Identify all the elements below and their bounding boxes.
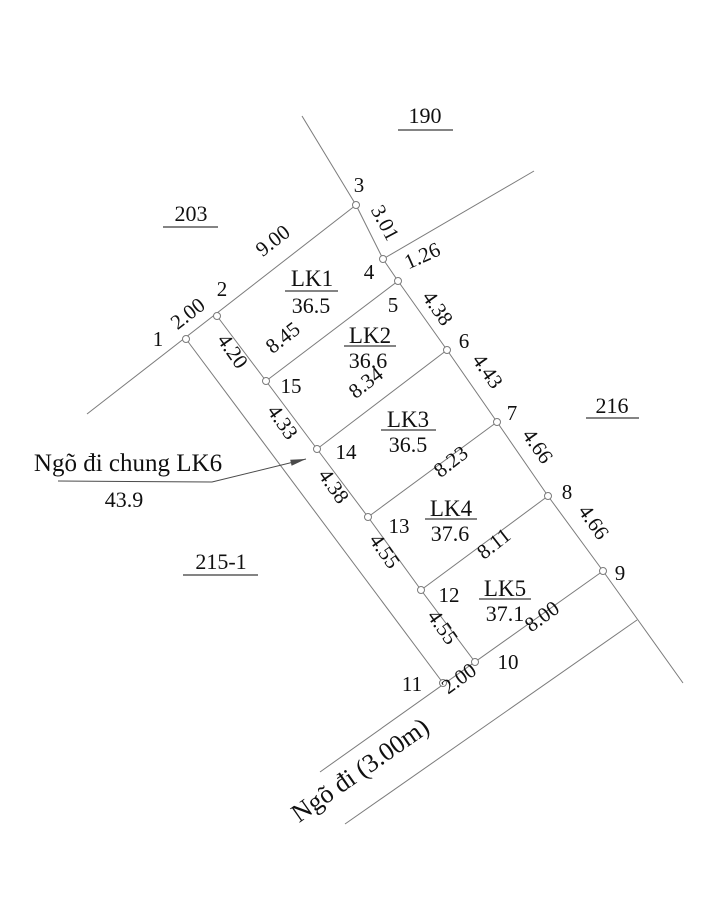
point-marker-13 [364,513,372,521]
point-marker-4 [379,255,387,263]
point-marker-1 [182,335,190,343]
dim-seg-2-3: 9.00 [251,220,295,262]
alley-note-label: Ngõ đi chung LK6 [34,450,222,477]
dim-seg-5-6: 4.38 [417,286,458,330]
alley-leader-arrowhead-icon [290,459,306,466]
dim-seg-7-8: 4.66 [517,424,558,468]
boundary-line-203 [86,204,357,415]
dim-seg-3-4: 3.01 [366,201,404,245]
plot-name-lk2: LK2 [349,323,391,348]
point-label-5: 5 [388,293,399,317]
point-label-6: 6 [459,329,470,353]
plot-name-lk1: LK1 [291,266,333,291]
point-label-2: 2 [217,277,228,301]
boundary-line-190-216 [382,170,535,260]
point-marker-9 [599,567,607,575]
dim-seg-14-13: 4.38 [313,464,354,508]
point-label-7: 7 [507,401,518,425]
dim-seg-12-10: 4.55 [422,605,463,649]
plot-name-lk3: LK3 [387,407,429,432]
point-marker-5 [394,277,402,285]
dim-seg-12-8: 8.11 [472,523,515,564]
point-label-15: 15 [281,374,302,398]
point-marker-10 [471,658,479,666]
parcel-label-190: 190 [409,103,442,128]
plot-area-lk4: 37.6 [431,521,470,546]
dim-seg-6-7: 4.43 [467,349,508,393]
point-label-12: 12 [439,583,460,607]
right-boundary-polyline [355,204,684,684]
point-label-4: 4 [364,260,375,284]
plot-name-lk4: LK4 [430,496,473,521]
point-marker-7 [493,418,501,426]
plot-area-lk1: 36.5 [292,293,331,318]
point-label-13: 13 [389,514,410,538]
point-label-14: 14 [336,440,358,464]
road-upper-edge-line [319,570,604,773]
dim-seg-10-9: 8.00 [520,596,564,637]
point-label-1: 1 [153,327,164,351]
plot-name-lk5: LK5 [484,576,526,601]
alley-leader-line [57,458,307,483]
road-lower-edge-line [344,619,638,825]
divider-lk3-lk4 [367,421,498,518]
alley-left-edge-line [185,338,444,684]
point-label-9: 9 [615,561,626,585]
point-marker-8 [544,492,552,500]
point-label-11: 11 [402,672,422,696]
parcel-label-203: 203 [175,201,208,226]
dim-seg-1-2: 2.00 [166,293,210,335]
dim-seg-2-15: 4.20 [212,329,253,373]
plot-area-lk2: 36.6 [349,348,388,373]
parcel-label-215-1: 215-1 [195,549,246,574]
dim-seg-13-7: 8.23 [429,441,473,483]
dim-seg-8-9: 4.66 [573,500,614,544]
point-label-10: 10 [498,650,519,674]
parcel-label-216: 216 [596,393,629,418]
point-marker-14 [313,445,321,453]
point-marker-12 [417,586,425,594]
point-marker-11 [439,679,447,687]
plot-area-lk5: 37.1 [486,601,525,626]
divider-lk2-lk3 [316,349,448,450]
boundary-line-north-extension [301,115,357,206]
dim-seg-15-5: 8.45 [261,317,305,359]
alley-area-value: 43.9 [105,487,144,512]
point-marker-15 [262,377,270,385]
divider-lk4-lk5 [420,495,549,591]
point-label-8: 8 [562,480,573,504]
road-label: Ngõ đi (3.00m) [286,712,435,828]
point-marker-3 [352,201,360,209]
plots-left-edge-polyline [216,315,476,663]
plot-area-lk3: 36.5 [389,432,428,457]
divider-lk1-lk2 [265,280,399,382]
dim-seg-15-14: 4.33 [262,400,303,444]
dim-seg-4-5: 1.26 [400,237,443,274]
point-marker-6 [443,346,451,354]
point-label-3: 3 [354,173,365,197]
point-marker-2 [213,312,221,320]
